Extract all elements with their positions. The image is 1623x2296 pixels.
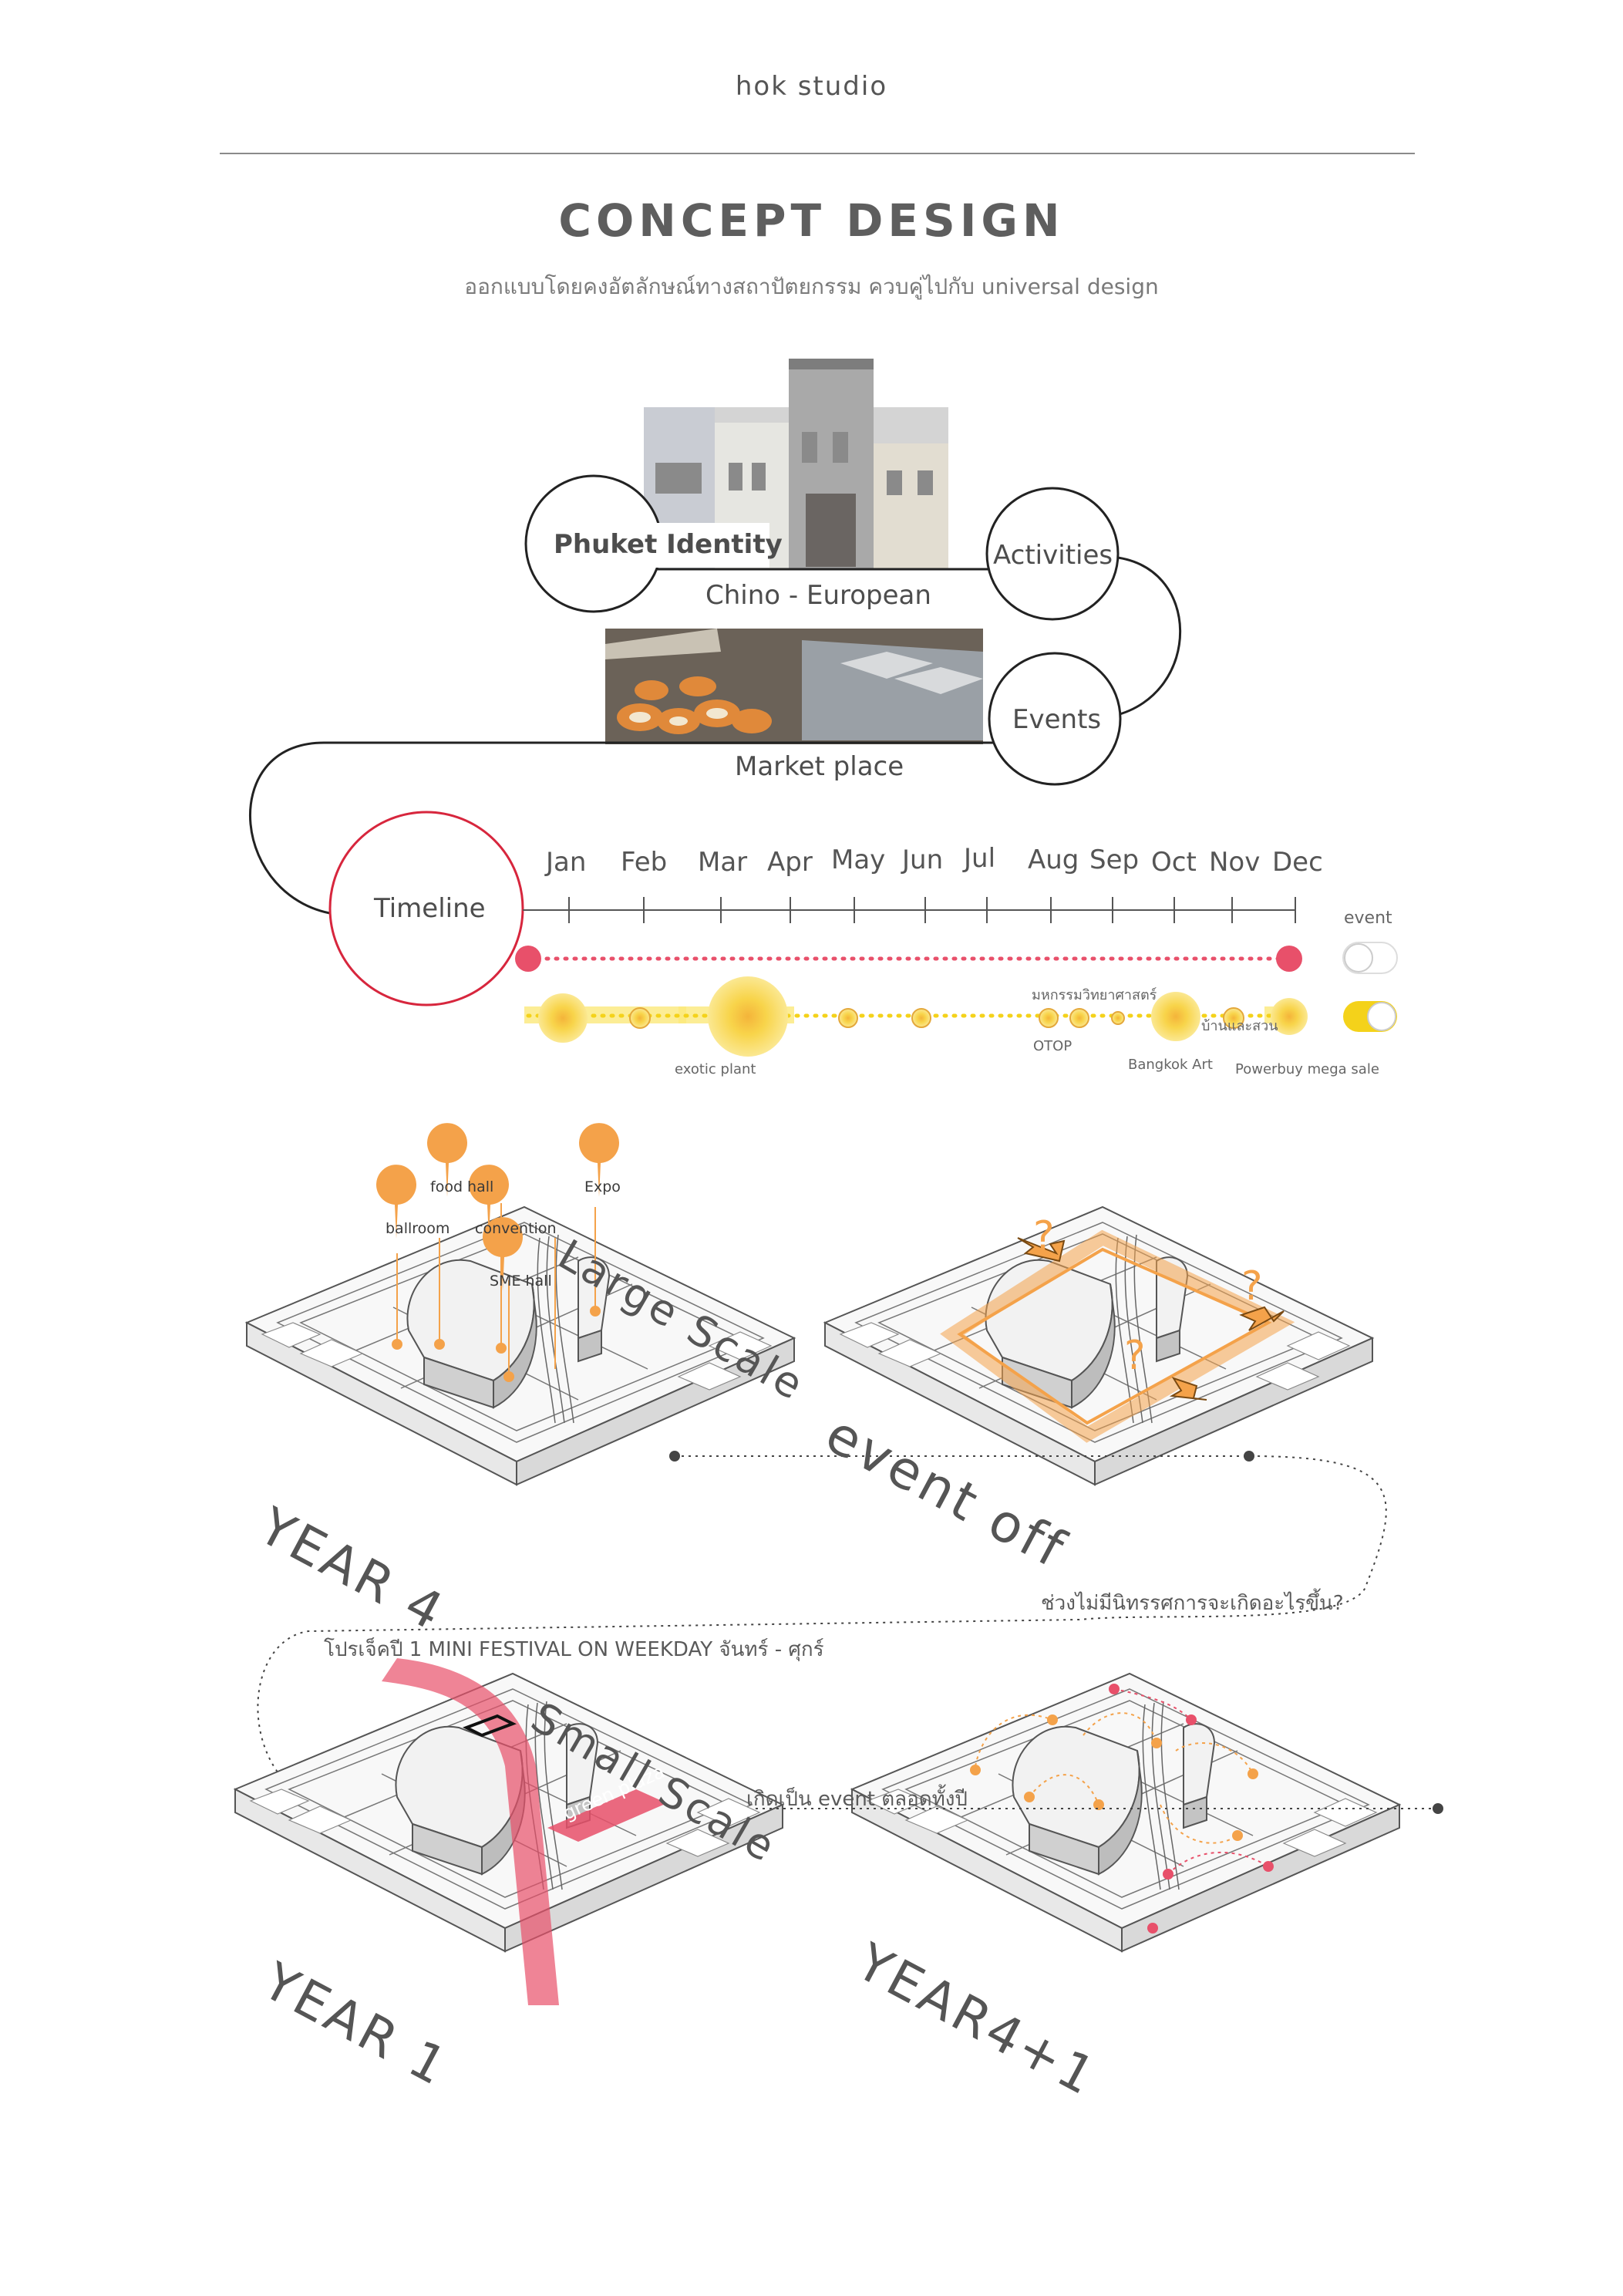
note-no-exhibition: ช่วงไม่มีนิทรรศการจะเกิดอะไรขึ้น? bbox=[1041, 1592, 1344, 1615]
month-dec: Dec bbox=[1272, 847, 1323, 878]
qmark-2: ? bbox=[1241, 1263, 1263, 1310]
month-jun: Jun bbox=[902, 845, 944, 875]
timeline-ticks bbox=[568, 897, 1296, 923]
qmark-1: ? bbox=[1033, 1213, 1055, 1259]
pin-label-food-hall: food hall bbox=[430, 1178, 494, 1195]
pin-sme-hall bbox=[483, 1217, 524, 1291]
event-label-otop: OTOP bbox=[1033, 1038, 1072, 1054]
page-title: CONCEPT DESIGN bbox=[558, 194, 1065, 247]
event-label-science-fair: มหกรรมวิทยาศาสตร์ bbox=[1032, 987, 1157, 1003]
event-label-powerbuy: Powerbuy mega sale bbox=[1235, 1061, 1379, 1077]
qmark-3: ? bbox=[1124, 1333, 1146, 1379]
month-mar: Mar bbox=[698, 847, 748, 878]
event-off-start bbox=[515, 946, 541, 972]
studio-name: hok studio bbox=[735, 71, 888, 102]
pin-food-hall bbox=[427, 1123, 467, 1197]
toggle-event-off[interactable] bbox=[1342, 942, 1398, 974]
month-sep: Sep bbox=[1089, 845, 1140, 875]
note-all-year-events: เกิดเป็น event ตลอดทั้งปี bbox=[746, 1788, 968, 1811]
month-may: May bbox=[831, 845, 886, 875]
market-photo bbox=[605, 629, 983, 744]
label-events: Events bbox=[1012, 704, 1102, 735]
timeline-circle bbox=[328, 811, 524, 1006]
activities-circle bbox=[985, 487, 1120, 621]
pin-label-expo: Expo bbox=[584, 1178, 621, 1195]
pin-label-ballroom: ballroom bbox=[386, 1220, 450, 1237]
event-on-markers bbox=[538, 976, 1308, 1057]
label-activities: Activities bbox=[993, 540, 1113, 571]
pin-convention bbox=[469, 1165, 509, 1239]
note-project-year1: โปรเจ็คปี 1 MINI FESTIVAL ON WEEKDAY จัน… bbox=[324, 1638, 824, 1661]
month-jul: Jul bbox=[964, 843, 996, 874]
events-circle bbox=[988, 652, 1122, 786]
label-chino-european: Chino - European bbox=[705, 580, 931, 611]
diagram-year4 bbox=[246, 1203, 795, 1485]
month-apr: Apr bbox=[767, 847, 813, 878]
concept-flow-diagram bbox=[249, 359, 1398, 1057]
month-oct: Oct bbox=[1151, 847, 1197, 878]
label-market-place: Market place bbox=[735, 751, 904, 782]
isometric-diagrams: ? ? ? green plaza bbox=[234, 1123, 1443, 2005]
diagram-year41 bbox=[851, 1673, 1400, 1952]
event-off-end bbox=[1276, 946, 1302, 972]
toggle-event-on[interactable] bbox=[1343, 1001, 1397, 1032]
label-timeline: Timeline bbox=[374, 893, 486, 924]
event-label-bangkok-art: Bangkok Art bbox=[1128, 1057, 1213, 1073]
event-label-exotic-plant: exotic plant bbox=[675, 1061, 756, 1077]
pin-label-sme-hall: SME hall bbox=[490, 1273, 552, 1290]
diagram-year1 bbox=[234, 1658, 783, 2005]
month-jan: Jan bbox=[546, 847, 587, 878]
event-label-home-garden: บ้านและสวน bbox=[1201, 1018, 1278, 1034]
pin-ballroom bbox=[376, 1165, 416, 1239]
pin-expo bbox=[579, 1123, 620, 1197]
page-subtitle: ออกแบบโดยคงอัตลักษณ์ทางสถาปัตยกรรม ควบคู… bbox=[464, 274, 1159, 299]
venue-pins bbox=[376, 1123, 620, 1291]
pin-label-convention: convention bbox=[475, 1220, 557, 1237]
toggle-label-event: event bbox=[1344, 909, 1392, 928]
month-aug: Aug bbox=[1028, 845, 1079, 875]
header-divider bbox=[220, 153, 1415, 154]
diagram-event-off bbox=[824, 1206, 1373, 1485]
month-nov: Nov bbox=[1209, 847, 1261, 878]
label-phuket-identity: Phuket Identity bbox=[554, 529, 783, 560]
month-feb: Feb bbox=[621, 847, 668, 878]
